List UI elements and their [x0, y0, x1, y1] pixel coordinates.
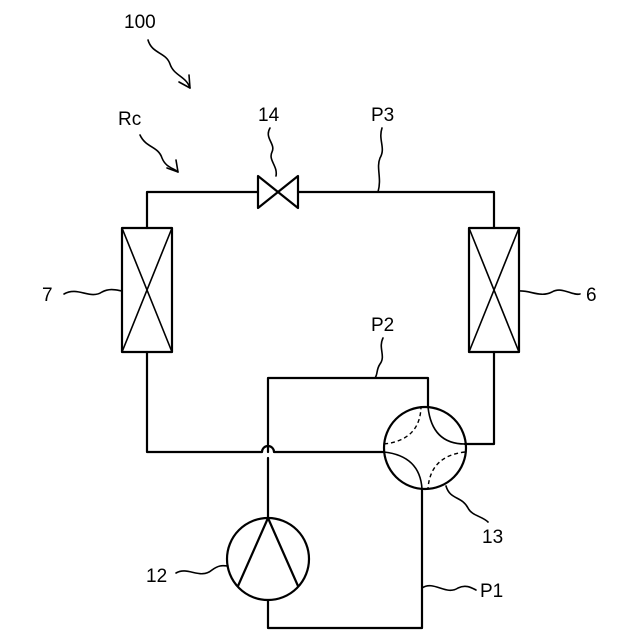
compressor — [227, 518, 309, 600]
pipe-p1-leader — [422, 586, 476, 591]
heat-exchanger-right-label: 6 — [586, 285, 597, 306]
pipe-p2 — [268, 378, 428, 452]
expansion-valve — [258, 176, 298, 208]
heat-exchanger-left-leader — [64, 290, 122, 295]
heat-exchanger-left — [122, 228, 172, 352]
left-return-pipe — [147, 352, 384, 452]
compressor-label: 12 — [146, 566, 167, 587]
four-way-valve-leader — [446, 486, 488, 522]
circuit-label: Rc — [118, 109, 141, 130]
four-way-valve-label: 13 — [482, 527, 503, 548]
pipe-p1 — [268, 489, 422, 628]
pipe-p2-leader — [375, 338, 383, 378]
pipe-p1-label: P1 — [480, 581, 503, 602]
heat-exchanger-right — [469, 228, 519, 352]
pipe-p2-label: P2 — [371, 315, 394, 336]
expansion-valve-label: 14 — [258, 105, 280, 126]
system-label: 100 — [124, 12, 156, 33]
right-return-pipe — [465, 352, 494, 444]
pipe-p3-leader — [378, 128, 382, 192]
expansion-valve-leader — [268, 128, 276, 176]
top-pipe-p3 — [147, 192, 494, 228]
circuit-leader-arrow — [140, 135, 178, 172]
pipe-p3-label: P3 — [371, 105, 394, 126]
heat-exchanger-left-label: 7 — [42, 285, 53, 306]
system-leader-arrow — [148, 40, 190, 88]
four-way-valve — [384, 407, 466, 489]
compressor-leader — [176, 566, 228, 574]
heat-exchanger-right-leader — [519, 290, 580, 294]
